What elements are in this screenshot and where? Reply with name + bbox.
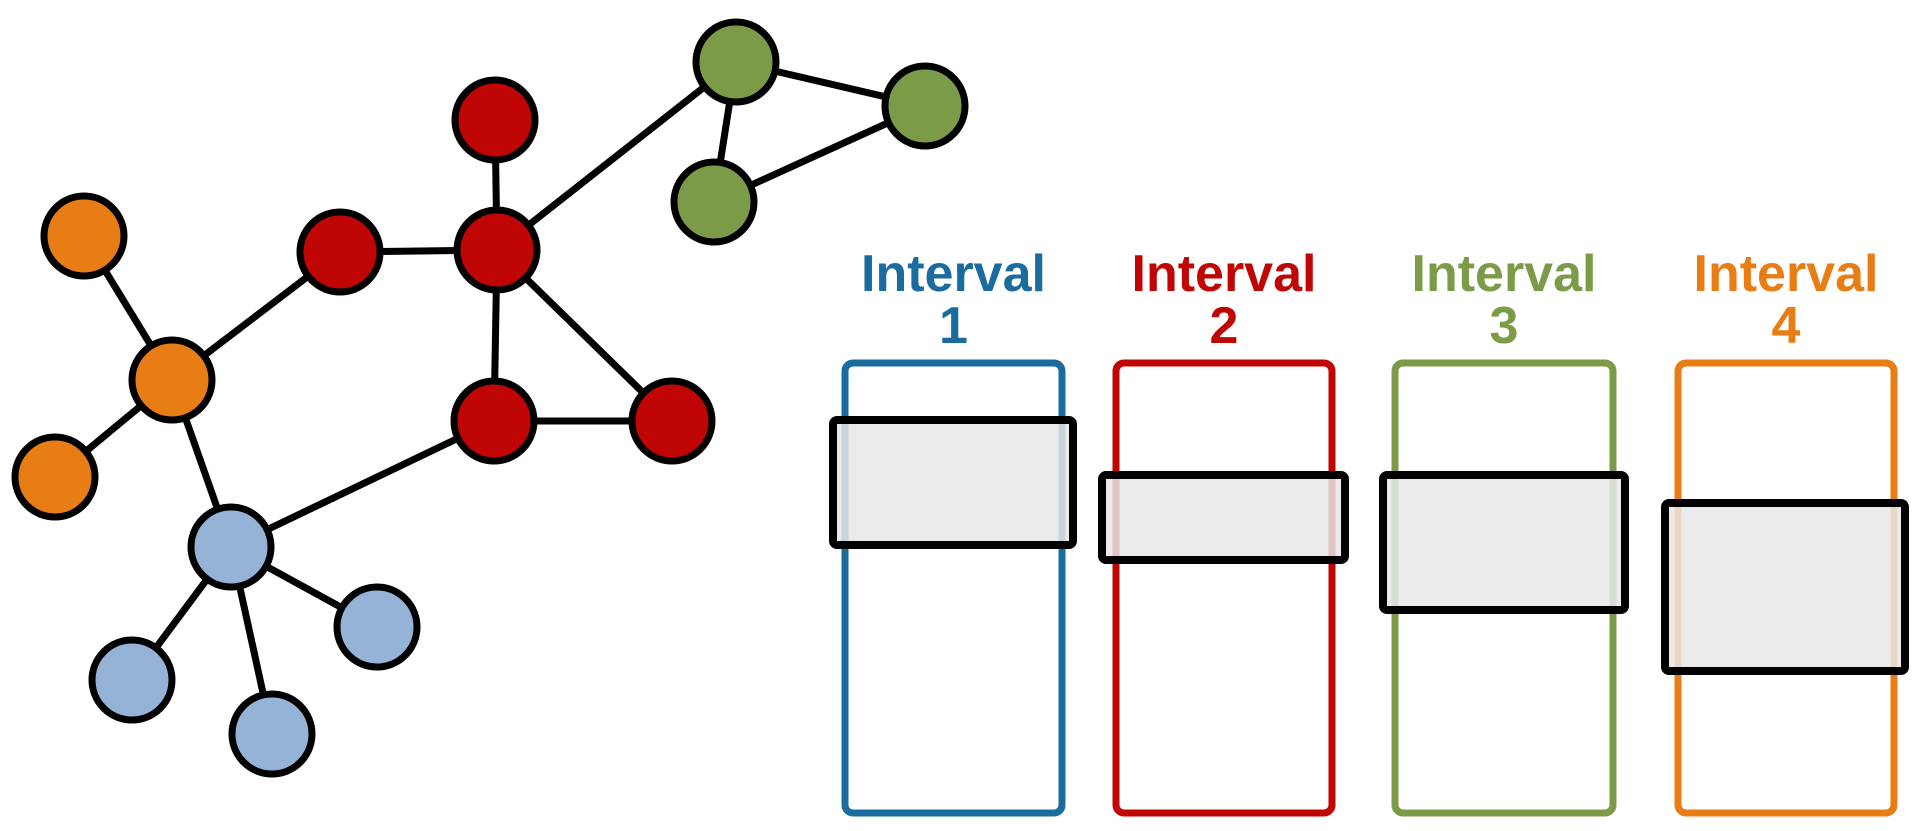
interval-1-band: [829, 416, 1077, 549]
interval-3-label-word: Interval: [1412, 245, 1597, 303]
graph-node-green-3: [670, 158, 758, 246]
graph-node-red-4: [450, 377, 538, 465]
interval-4-label-word: Interval: [1694, 245, 1879, 303]
graph-edge-red-3-green-1: [493, 58, 740, 254]
interval-2-label-number: 2: [1210, 297, 1239, 355]
graph-node-orange-1: [40, 192, 128, 280]
graph-node-red-3: [453, 206, 541, 294]
interval-2-label-word: Interval: [1132, 245, 1317, 303]
interval-4-label-number: 4: [1772, 297, 1801, 355]
graph-node-blue-1: [187, 503, 275, 591]
interval-3-label-number: 3: [1490, 297, 1519, 355]
interval-1-box: [841, 359, 1066, 817]
graph-node-green-1: [692, 18, 780, 106]
graph-node-orange-2: [128, 336, 216, 424]
graph-edge-red-4-blue-1: [227, 417, 498, 551]
interval-1-label-word: Interval: [861, 245, 1046, 303]
graph-node-red-5: [628, 377, 716, 465]
interval-3-band: [1379, 471, 1629, 614]
interval-2-band: [1098, 471, 1349, 564]
graph-node-green-2: [881, 62, 969, 150]
interval-4-band: [1661, 499, 1909, 675]
graph-node-blue-4: [228, 690, 316, 778]
interval-1-label-number: 1: [939, 297, 968, 355]
graph-node-blue-3: [88, 636, 176, 724]
graph-node-red-2: [296, 208, 384, 296]
graph-nodes-layer: [11, 18, 969, 778]
interval-2-box: [1112, 359, 1336, 817]
interval-bands-layer: [829, 416, 1909, 675]
graph-node-red-1: [451, 76, 539, 164]
graph-node-blue-2: [333, 583, 421, 671]
graph-node-orange-3: [11, 433, 99, 521]
